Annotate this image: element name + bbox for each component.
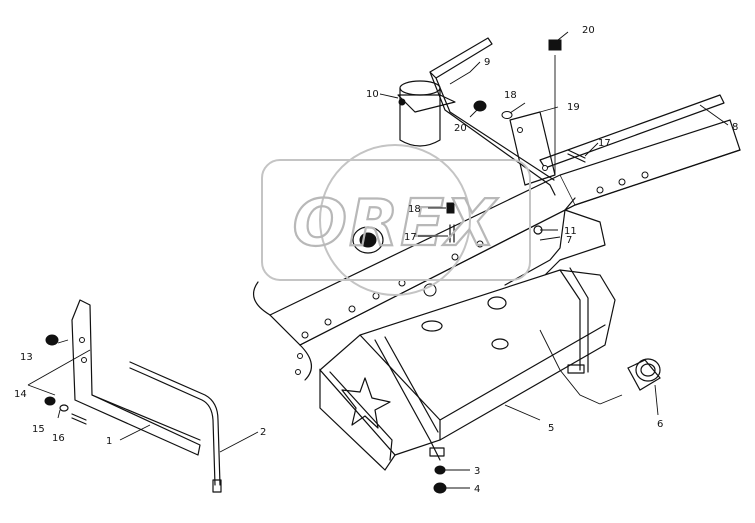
callout-15: 15 xyxy=(32,424,45,435)
callout-8: 8 xyxy=(732,122,738,133)
callout-7: 7 xyxy=(566,235,572,246)
callouts: 9 10 20 18 20 19 17 8 18 17 11 7 13 14 1… xyxy=(14,25,738,495)
callout-18-top: 18 xyxy=(504,90,517,101)
chassis-frame-rail xyxy=(252,119,741,381)
callout-20-top: 20 xyxy=(582,25,595,36)
callout-13: 13 xyxy=(20,352,33,363)
callout-11: 11 xyxy=(564,226,577,237)
callout-3: 3 xyxy=(474,466,480,477)
bolt-17-mid xyxy=(449,224,455,243)
fuel-cap-6 xyxy=(627,358,661,391)
fuel-tank-5 xyxy=(319,267,616,471)
strainer-ring xyxy=(352,226,384,254)
watermark-text: OREX xyxy=(293,187,498,261)
bracket-19 xyxy=(509,111,556,186)
callout-16: 16 xyxy=(52,433,65,444)
callout-1: 1 xyxy=(106,436,112,447)
washer-14 xyxy=(44,396,56,406)
bolt-18-mid xyxy=(446,202,455,214)
strap-2 xyxy=(129,361,222,493)
support-bracket-1 xyxy=(71,299,201,456)
nut-20-left xyxy=(473,100,487,112)
bolt-17-top xyxy=(567,149,586,163)
callout-9: 9 xyxy=(484,57,490,68)
callout-6: 6 xyxy=(657,419,663,430)
callout-19: 19 xyxy=(567,102,580,113)
callout-17-mid: 17 xyxy=(404,232,417,243)
rear-bar-8 xyxy=(539,94,725,169)
tube-assembly-9 xyxy=(429,37,556,196)
callout-17-top: 17 xyxy=(598,138,611,149)
callout-4: 4 xyxy=(474,484,480,495)
filter-canister-10 xyxy=(397,80,456,147)
nut-20-top xyxy=(548,39,562,51)
washer-15 xyxy=(59,404,69,412)
callout-18-mid: 18 xyxy=(408,204,421,215)
callout-20-left: 20 xyxy=(454,123,467,134)
callout-14: 14 xyxy=(14,389,27,400)
washer-18-top xyxy=(501,111,513,119)
leader-lines xyxy=(27,31,729,489)
callout-10: 10 xyxy=(366,89,379,100)
watermark: OREX xyxy=(261,144,531,296)
callout-2: 2 xyxy=(260,427,266,438)
bolt-16 xyxy=(71,413,87,425)
callout-5: 5 xyxy=(548,423,554,434)
nut-13 xyxy=(45,334,59,346)
